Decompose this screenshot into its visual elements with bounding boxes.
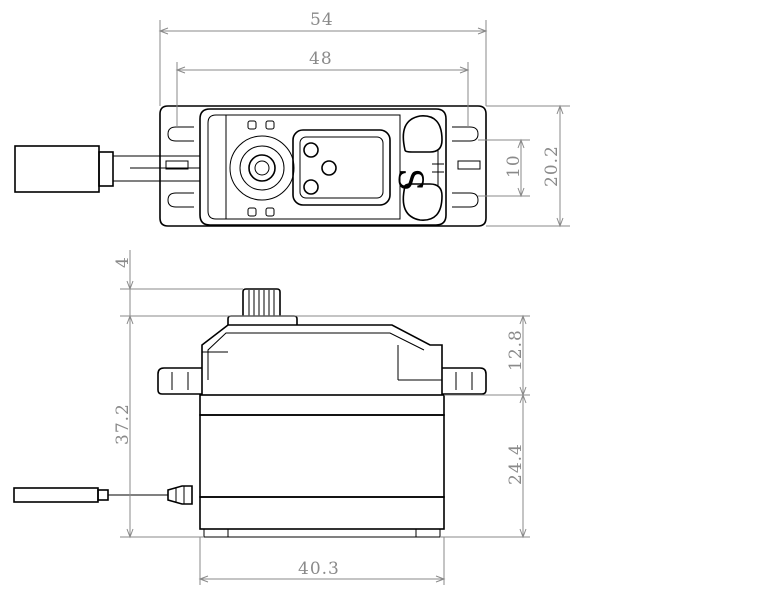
side-top-case (201, 324, 443, 395)
mount-slot-bottom-right (452, 192, 479, 208)
dim-label-hole-offset: 10 (504, 154, 524, 178)
shaft-tab-tl (247, 120, 257, 130)
dim-label-bottom-section: 24.4 (506, 443, 526, 485)
arrow-403-r (435, 575, 446, 583)
arrow-403-l (198, 575, 209, 583)
arrow-10-b (517, 187, 525, 198)
dim-label-width: 20.2 (542, 145, 562, 187)
side-lower-case (199, 414, 445, 498)
output-shaft-center (254, 160, 270, 176)
shaft-collar (227, 315, 298, 325)
side-ear-right (442, 367, 487, 395)
case-bump-top (402, 115, 443, 153)
top-connector-neck (98, 151, 114, 187)
arrow-128-t (519, 314, 527, 325)
output-shaft-hub (248, 154, 276, 182)
foot-left (203, 528, 229, 538)
shaft-tab-bl (247, 207, 257, 217)
top-case-inner (207, 114, 401, 220)
side-connector (13, 487, 99, 503)
arrow-372-b (126, 528, 134, 539)
side-top-case-inner (207, 332, 425, 380)
mount-slot-top-right (452, 126, 479, 142)
dim-label-top-section: 12.8 (506, 329, 526, 371)
arrow-372-t (126, 314, 134, 325)
dim-label-hole-spacing: 48 (309, 49, 333, 69)
wire-slot-left (165, 160, 189, 170)
cable-grommet (167, 485, 193, 505)
output-spline (242, 288, 281, 316)
label-plate-outer (292, 129, 391, 206)
case-bump-bottom (402, 183, 443, 221)
side-middle-band (199, 394, 445, 416)
top-case-body (199, 108, 447, 226)
label-plate-inner (299, 136, 384, 199)
arrow-202-t (556, 104, 564, 115)
mount-slot-bottom-left (167, 192, 194, 208)
arrow-4-b (126, 280, 134, 291)
arrow-48-r (459, 66, 470, 74)
screw-hole-middle (321, 160, 337, 176)
shaft-tab-br (265, 207, 275, 217)
top-connector (14, 145, 100, 193)
dim-label-total-length: 54 (310, 10, 334, 30)
mount-slot-top-left (167, 126, 194, 142)
arrow-54-r (477, 27, 488, 35)
arrow-54-l (158, 27, 169, 35)
shaft-tab-tr (265, 120, 275, 130)
dim-label-body-height: 37.2 (113, 403, 133, 445)
side-view: 4 37.2 12.8 24.4 40.3 (13, 250, 530, 585)
arrow-202-b (556, 217, 564, 228)
screw-hole-top (303, 142, 319, 158)
wire-slot-right (457, 160, 481, 170)
output-shaft-outer (229, 135, 295, 201)
top-flange (159, 105, 487, 227)
side-ear-left (157, 367, 202, 395)
arrow-244-t (519, 393, 527, 404)
output-shaft-ring (239, 145, 285, 191)
side-bottom-cap (199, 496, 445, 530)
top-view: S 54 48 20.2 1 (14, 10, 570, 228)
screw-hole-bottom (303, 179, 319, 195)
foot-right (415, 528, 441, 538)
side-connector-neck (97, 489, 109, 501)
brand-logo: S (390, 168, 430, 191)
dim-label-body-length: 40.3 (298, 559, 340, 579)
arrow-244-b (519, 528, 527, 539)
dim-label-spline-height: 4 (113, 256, 133, 268)
arrow-10-t (517, 138, 525, 149)
arrow-48-l (175, 66, 186, 74)
